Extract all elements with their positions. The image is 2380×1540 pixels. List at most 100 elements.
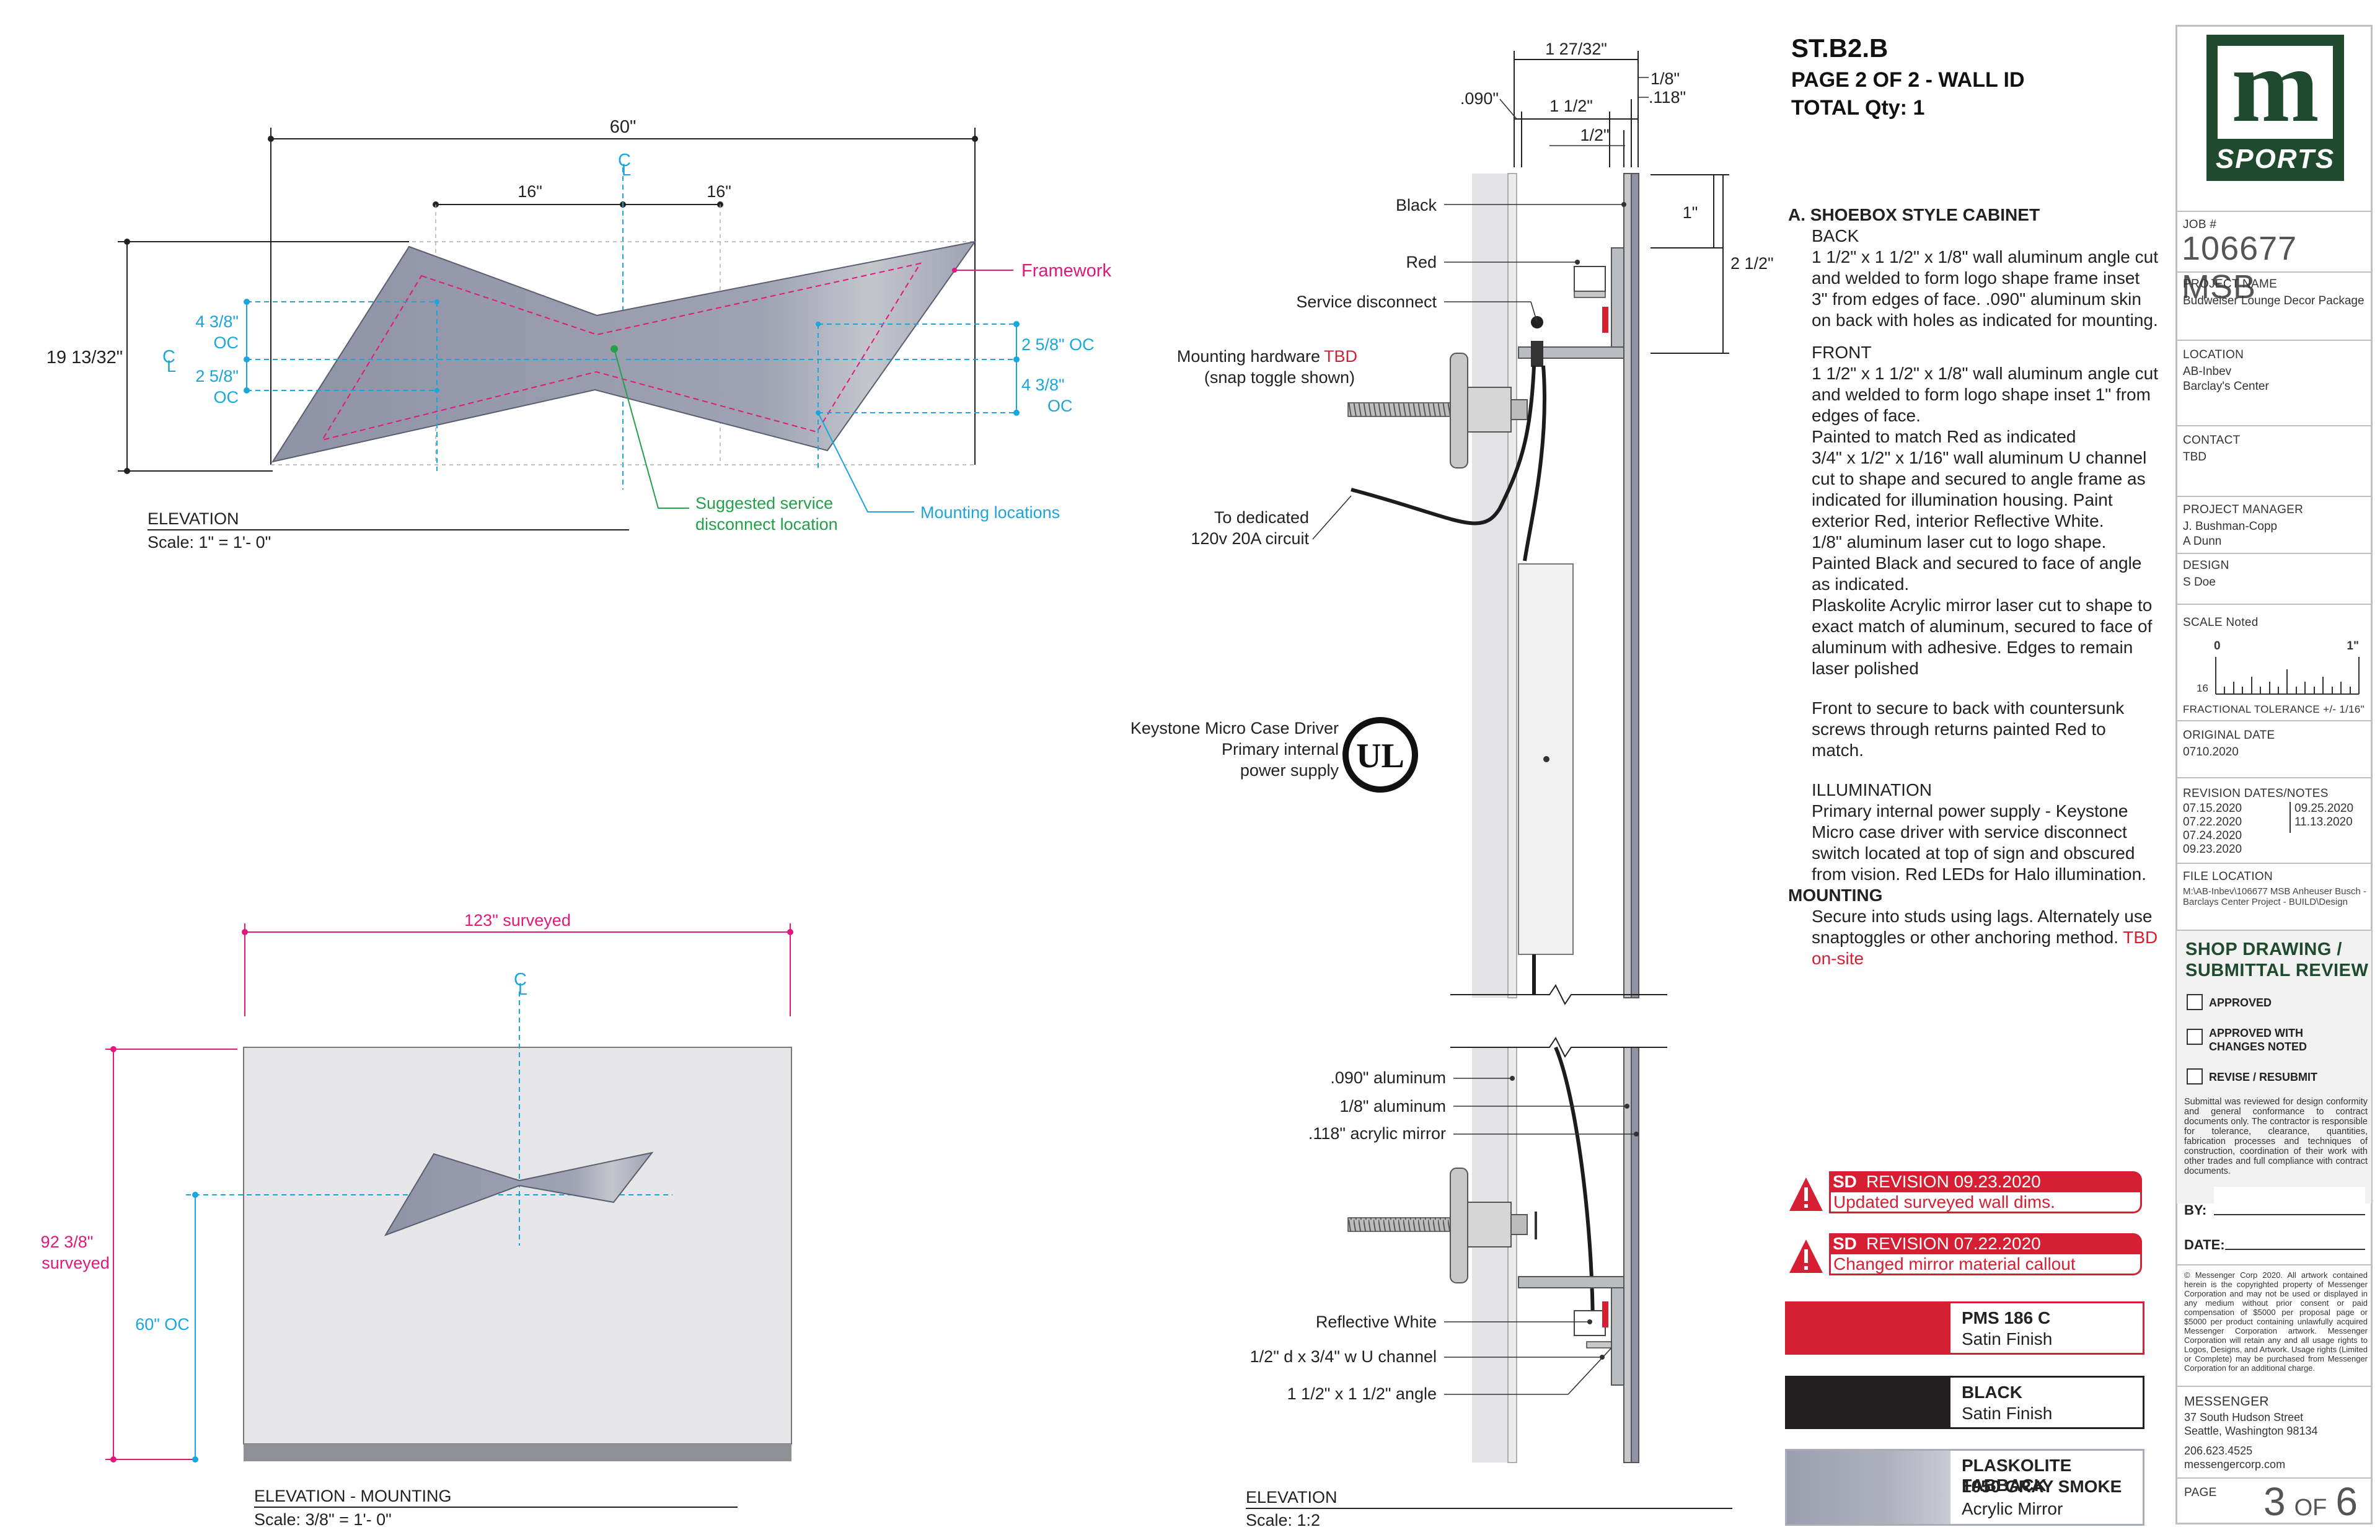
label-dedicated-2: 120v 20A circuit — [1191, 529, 1309, 548]
approved-changes-checkbox[interactable] — [2187, 1029, 2203, 1045]
swatch-name: PLASKOLITE FABBACK — [1962, 1456, 2072, 1495]
rev-date: 07.24.2020 — [2183, 829, 2242, 842]
ruler-one: 1" — [2347, 640, 2359, 653]
dim-height: 19 13/32" — [46, 348, 123, 367]
spec-notes: A. SHOEBOX STYLE CABINET BACK 1 1/2" x 1… — [1788, 205, 2160, 969]
page-label: PAGE — [2184, 1486, 2217, 1499]
swatch-chip — [1787, 1451, 1950, 1524]
dim-1-8: 1/8" — [1651, 69, 1680, 88]
page-of: OF — [2294, 1495, 2327, 1521]
dim-1-1-2: 1 1/2" — [1549, 97, 1593, 115]
swatch-chip — [1787, 1303, 1950, 1353]
view-scale-mounting: Scale: 3/8" = 1'- 0" — [254, 1510, 392, 1529]
label-reflective: Reflective White — [1316, 1313, 1437, 1331]
logo-on-wall — [384, 1151, 654, 1236]
ruler-sixteen: 16 — [2197, 682, 2208, 694]
design: S Doe — [2183, 576, 2216, 589]
dim-118: .118" — [1649, 88, 1686, 107]
view-title-elevation: ELEVATION — [148, 509, 239, 528]
warning-icon — [1789, 1177, 1823, 1211]
by-field[interactable] — [2214, 1187, 2365, 1215]
revise-checkbox[interactable] — [2187, 1068, 2203, 1085]
logo-inner: m — [2218, 30, 2333, 141]
revision-text: Updated surveyed wall dims. — [1829, 1192, 2142, 1213]
sheet-qty-line: TOTAL Qty: 1 — [1791, 96, 1924, 120]
job-label: JOB # — [2183, 218, 2217, 231]
dim-right-16: 16" — [707, 182, 731, 201]
label-driver-2: Primary internal — [1222, 740, 1339, 759]
dim-wall-width: 123" surveyed — [464, 911, 571, 930]
dim-right-lower-oc: OC — [1047, 397, 1073, 415]
notes-front-3: 3/4" x 1/2" x 1/16" wall aluminum U chan… — [1812, 448, 2147, 530]
floor-base — [244, 1444, 791, 1461]
dim-wall-height: 92 3/8" — [41, 1233, 94, 1251]
location-label: LOCATION — [2183, 348, 2244, 361]
address-2: Seattle, Washington 98134 — [2184, 1425, 2318, 1437]
dim-right-upper: 2 5/8" OC — [1021, 335, 1095, 354]
rev-date: 09.23.2020 — [2183, 843, 2242, 856]
view-scale-section: Scale: 1:2 — [1246, 1511, 1320, 1529]
label-mounting-tbd: TBD — [1324, 347, 1357, 366]
view-title-mounting: ELEVATION - MOUNTING — [254, 1487, 452, 1505]
review-title-1: SHOP DRAWING / — [2185, 939, 2342, 959]
ruler-zero: 0 — [2214, 640, 2221, 653]
dim-1-2: 1/2" — [1580, 126, 1609, 144]
notes-illum-title: ILLUMINATION — [1812, 780, 1932, 799]
file-location: M:\AB-Inbev\106677 MSB Anheuser Busch - … — [2183, 886, 2366, 907]
title-block — [2175, 25, 2373, 1525]
approved-label: APPROVED — [2209, 997, 2272, 1009]
rev-dates-right: 09.25.2020 11.13.2020 — [2294, 802, 2369, 829]
warning-icon — [1789, 1239, 1823, 1273]
centerline-mark-top: C — [618, 151, 631, 170]
dim-wall-height-2: surveyed — [42, 1254, 110, 1272]
pm-label: PROJECT MANAGER — [2183, 503, 2304, 516]
notes-front-4: 1/8" aluminum laser cut to logo shape. P… — [1812, 532, 2142, 594]
label-mounting-2: (snap toggle shown) — [1204, 368, 1355, 387]
phone: 206.623.4525 — [2184, 1445, 2253, 1457]
notes-back-title: BACK — [1812, 226, 1859, 245]
centerline-sub-left: L — [167, 357, 176, 376]
label-mounting-1: Mounting hardware — [1177, 347, 1320, 366]
elevation-logo-view: 60" 16" 16" C L 19 13/32" 4 3/8" OC 2 5/… — [46, 117, 1112, 552]
dim-left-upper-oc: OC — [214, 333, 239, 352]
swatch-finish: Acrylic Mirror — [1962, 1499, 2063, 1518]
date-field[interactable] — [2225, 1221, 2365, 1250]
dim-1-27-32: 1 27/32" — [1545, 40, 1607, 58]
swatch-name-2: 1050 GRAY SMOKE — [1962, 1477, 2122, 1496]
review-text: Submittal was reviewed for design confor… — [2184, 1097, 2368, 1176]
callout-mounting: Mounting locations — [920, 503, 1060, 522]
svg-text:UL: UL — [1356, 737, 1404, 775]
approved-checkbox[interactable] — [2187, 994, 2203, 1010]
page-num: 3 — [2263, 1479, 2286, 1524]
project-label: PROJECT NAME — [2183, 278, 2278, 291]
revise-label: REVISE / RESUBMIT — [2209, 1071, 2318, 1083]
label-alum090: .090" aluminum — [1330, 1068, 1446, 1087]
notes-mount-title: MOUNTING — [1788, 886, 1883, 905]
callout-service-2: disconnect location — [695, 515, 838, 534]
wall — [243, 1047, 792, 1445]
copyright: © Messenger Corp 2020. All artwork conta… — [2184, 1270, 2368, 1373]
elevation-mounting-view: 123" surveyed 92 3/8" surveyed 60" OC C … — [41, 911, 793, 1529]
notes-mount-block: Secure into studs using lags. Alternatel… — [1788, 906, 2160, 969]
dim-2-1-2: 2 1/2" — [1730, 254, 1774, 273]
swatch-pms-186c: PMS 186 C Satin Finish — [1785, 1301, 2144, 1355]
approved-changes-2: CHANGES NOTED — [2209, 1041, 2307, 1053]
ul-mark-icon: UL — [1342, 717, 1418, 793]
logo-letter: m — [2231, 27, 2319, 144]
logo-word: SPORTS — [2215, 144, 2335, 174]
label-red: Red — [1406, 253, 1437, 271]
rev-divider — [2290, 802, 2291, 833]
rev-date: 07.15.2020 — [2183, 802, 2242, 815]
scale-value: Noted — [2226, 616, 2259, 629]
scale-ruler: 0 1" 16 — [2197, 640, 2360, 695]
view-title-section: ELEVATION — [1246, 1488, 1338, 1507]
pm-2: A Dunn — [2183, 535, 2222, 548]
tolerance: FRACTIONAL TOLERANCE +/- 1/16" — [2183, 703, 2365, 715]
dim-left-lower: 2 5/8" — [195, 367, 239, 385]
job-number: 106677 MSB — [2182, 230, 2298, 306]
